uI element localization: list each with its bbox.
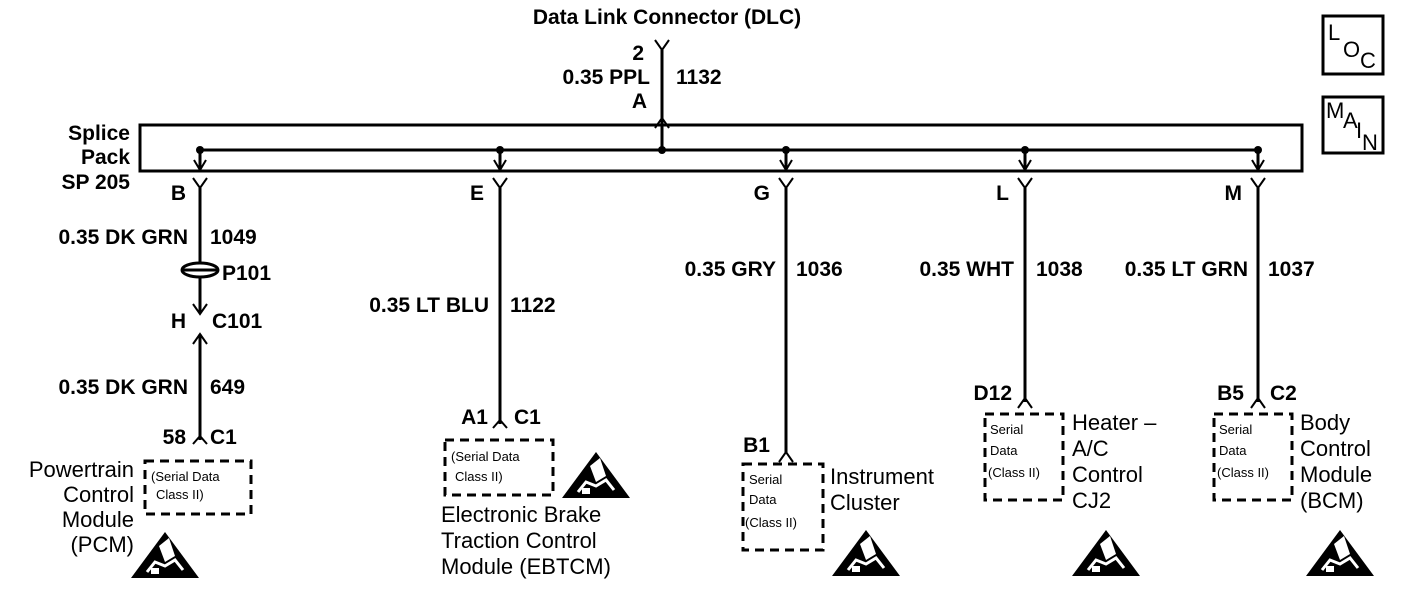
pcm-wire-lower: 0.35 DK GRN <box>58 376 188 399</box>
hvac-name-3: Control <box>1072 462 1143 487</box>
splice-label-1: Splice <box>68 122 130 145</box>
svg-text:L: L <box>1328 20 1340 45</box>
bcm-name-1: Body <box>1300 410 1350 435</box>
cluster-pin: B1 <box>743 434 770 457</box>
hvac-name-1: Heater – <box>1072 410 1157 435</box>
hvac-serial-box <box>983 412 1065 502</box>
branch-cluster: G 0.35 GRY 1036 B1 Serial Data (Class II… <box>685 177 934 578</box>
hvac-name-2: A/C <box>1072 436 1109 461</box>
cluster-serial-box <box>741 462 825 552</box>
bcm-conn: C2 <box>1270 382 1297 405</box>
pcm-name-4: (PCM) <box>70 532 134 557</box>
svg-text:(Class II): (Class II) <box>745 515 797 530</box>
hvac-name-4: CJ2 <box>1072 488 1111 513</box>
bcm-circuit: 1037 <box>1268 258 1315 281</box>
cluster-name-1: Instrument <box>830 464 934 489</box>
svg-text:(Class II): (Class II) <box>988 465 1040 480</box>
dlc-pin-bottom: A <box>632 90 647 113</box>
pcm-wire-upper: 0.35 DK GRN <box>58 226 188 249</box>
svg-text:Serial: Serial <box>990 422 1023 437</box>
loc-box: L O C <box>1321 14 1385 76</box>
esd-warning-icon <box>1070 528 1142 578</box>
pcm-name-1: Powertrain <box>29 457 134 482</box>
svg-text:C: C <box>1360 48 1376 73</box>
dlc-pin-top: 2 <box>632 42 644 65</box>
ebtcm-name-2: Traction Control <box>441 528 597 553</box>
bcm-wire: 0.35 LT GRN <box>1125 258 1248 281</box>
branch-bcm: M 0.35 LT GRN 1037 B5 C2 Serial Data (Cl… <box>1125 177 1376 578</box>
svg-text:Class II): Class II) <box>455 469 503 484</box>
bcm-name-4: (BCM) <box>1300 488 1364 513</box>
svg-text:Data: Data <box>749 492 777 507</box>
bcm-serial-box <box>1212 412 1294 502</box>
esd-warning-icon <box>129 530 201 580</box>
splice-pack-box <box>138 123 1304 173</box>
esd-warning-icon <box>830 528 902 578</box>
bcm-name-2: Control <box>1300 436 1371 461</box>
splice-node-dlc <box>658 146 666 154</box>
svg-text:(Serial Data: (Serial Data <box>451 449 520 464</box>
dlc-wire-label: 0.35 PPL <box>562 66 650 89</box>
svg-text:Data: Data <box>990 443 1018 458</box>
svg-text:A: A <box>1343 108 1358 133</box>
c101-label: C101 <box>212 310 263 333</box>
bcm-name-3: Module <box>1300 462 1372 487</box>
branch-hvac: L 0.35 WHT 1038 D12 Serial Data (Class I… <box>919 177 1157 578</box>
dlc-circuit: 1132 <box>676 66 722 89</box>
pin-g: G <box>754 182 770 205</box>
ebtcm-name-3: Module (EBTCM) <box>441 554 611 579</box>
svg-text:Class II): Class II) <box>156 487 204 502</box>
bcm-pin: B5 <box>1217 382 1244 405</box>
svg-text:Serial: Serial <box>749 472 782 487</box>
ebtcm-conn: C1 <box>514 406 541 429</box>
svg-text:(Class II): (Class II) <box>1217 465 1269 480</box>
branch-pcm: B 0.35 DK GRN 1049 P101 H C101 0.35 DK G… <box>29 177 271 580</box>
pin-l: L <box>996 182 1009 205</box>
cluster-circuit: 1036 <box>796 258 843 281</box>
hvac-wire: 0.35 WHT <box>919 258 1014 281</box>
svg-text:Data: Data <box>1219 443 1247 458</box>
svg-text:I: I <box>1356 118 1362 143</box>
pin-b: B <box>171 182 186 205</box>
svg-text:M: M <box>1326 98 1344 123</box>
cluster-name-2: Cluster <box>830 490 900 515</box>
pin-e: E <box>470 182 484 205</box>
splice-label-3: SP 205 <box>61 171 130 194</box>
ebtcm-serial-box <box>443 438 555 497</box>
pcm-circuit-upper: 1049 <box>210 226 257 249</box>
pcm-pin-58: 58 <box>163 426 187 449</box>
cluster-wire: 0.35 GRY <box>685 258 776 281</box>
ebtcm-pin: A1 <box>461 406 488 429</box>
pin-m: M <box>1225 182 1243 205</box>
svg-text:(Serial Data: (Serial Data <box>151 469 220 484</box>
pcm-name-3: Module <box>62 507 134 532</box>
main-box: M A I N <box>1321 95 1385 155</box>
pcm-name-2: Control <box>63 482 134 507</box>
splice-label-2: Pack <box>81 146 130 169</box>
pcm-circuit-lower: 649 <box>210 376 245 399</box>
esd-warning-icon <box>1304 528 1376 578</box>
dlc-connector-symbol <box>654 39 670 150</box>
pcm-serial-box <box>143 459 253 516</box>
svg-text:O: O <box>1343 37 1360 62</box>
ebtcm-circuit: 1122 <box>510 294 556 317</box>
branch-ebtcm: E 0.35 LT BLU 1122 A1 C1 (Serial Data Cl… <box>369 177 632 579</box>
p101-label: P101 <box>222 262 271 285</box>
splice-drops <box>193 146 1265 172</box>
ebtcm-name-1: Electronic Brake <box>441 502 601 527</box>
svg-text:Serial: Serial <box>1219 422 1252 437</box>
dlc-title: Data Link Connector (DLC) <box>533 6 801 29</box>
svg-text:N: N <box>1362 130 1378 155</box>
esd-warning-icon <box>560 450 632 500</box>
pin-h: H <box>171 310 186 333</box>
hvac-pin: D12 <box>973 382 1012 405</box>
pcm-conn-c1: C1 <box>210 426 237 449</box>
hvac-circuit: 1038 <box>1036 258 1083 281</box>
ebtcm-wire: 0.35 LT BLU <box>369 294 489 317</box>
